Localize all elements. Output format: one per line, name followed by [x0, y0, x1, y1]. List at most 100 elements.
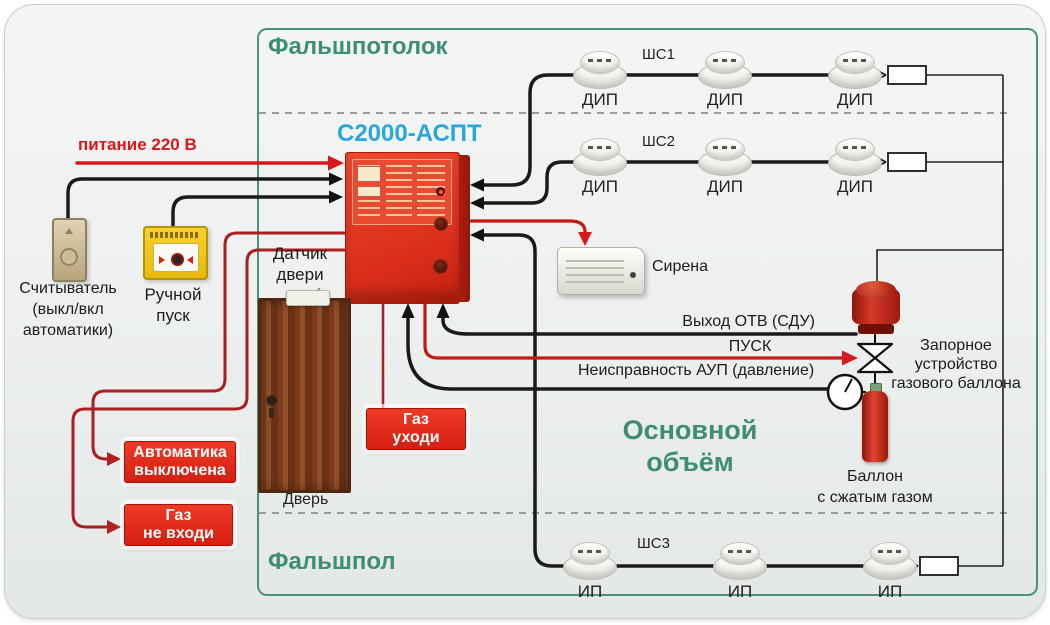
- door-handle-icon: [267, 396, 276, 405]
- eol-resistor-sh1: [887, 65, 927, 85]
- smoke-detector: [863, 542, 917, 580]
- detector-label: ИП: [727, 582, 753, 601]
- smoke-detector: [573, 51, 627, 89]
- loop-sh3-to-panel: [482, 233, 570, 568]
- arrow-fault-into-panel: [401, 303, 415, 318]
- arrow-sh1-into-panel: [470, 178, 484, 192]
- reader-led-icon: [65, 228, 73, 234]
- start-signal-label: ПУСК: [728, 338, 772, 355]
- siren-louvers: [566, 255, 624, 287]
- detector-label: ДИП: [707, 177, 743, 196]
- gas-cylinder: [862, 383, 888, 462]
- siren-wire: [468, 219, 587, 234]
- arrow-into-siren: [578, 232, 592, 246]
- otv-signal-label: Выход ОТВ (СДУ): [682, 313, 815, 330]
- sign-auto-off: Автоматика выключена: [124, 441, 236, 483]
- mcp-button-icon: [171, 253, 184, 266]
- smoke-detector: [563, 542, 617, 580]
- loop-sh2-to-panel: [482, 160, 602, 205]
- smoke-detector: [828, 138, 882, 176]
- detector-vents: [728, 550, 752, 553]
- panel-lock-icon: [434, 217, 448, 231]
- detector-vents: [713, 146, 737, 149]
- shutoff-valve-icon: [856, 342, 894, 374]
- reader-button-icon: [60, 248, 78, 266]
- fault-wire: [406, 316, 830, 391]
- panel-front: [345, 152, 460, 304]
- manual-call-point: [143, 226, 208, 280]
- detector-vents: [713, 59, 737, 62]
- power-label: питание 220 В: [78, 135, 197, 154]
- eol-return-lines: [926, 74, 1003, 567]
- door-lock-plate: [269, 408, 274, 418]
- detector-vents: [588, 146, 612, 149]
- cylinder-label: Баллон с сжатым газом: [817, 468, 933, 506]
- shutoff-device-label: Запорное устройство газового баллона: [891, 337, 1021, 392]
- detector-label: ДИП: [582, 177, 618, 196]
- otv-output-wire: [441, 316, 858, 336]
- sdu-branch-line: [876, 249, 1003, 281]
- panel-label-plate: [352, 159, 452, 225]
- arrow-sh3-into-panel: [470, 228, 484, 242]
- arrow-start-into-valve: [842, 350, 858, 366]
- siren-led-icon: [630, 272, 636, 278]
- reader-label: Считыватель (выкл/вкл автоматики): [19, 280, 117, 339]
- control-panel: [345, 152, 470, 304]
- manual-start-wire: [171, 195, 331, 228]
- manual-start-label: Ручной пуск: [144, 285, 202, 325]
- sign-gas-stay-out: Газ не входи: [124, 504, 233, 546]
- panel-side: [457, 155, 470, 302]
- detector-label: ДИП: [707, 90, 743, 109]
- smoke-detector: [698, 138, 752, 176]
- detector-vents: [878, 550, 902, 553]
- arrow-otv-into-panel: [436, 303, 450, 318]
- arrow-reader-into-panel: [329, 172, 343, 186]
- smoke-detector: [573, 138, 627, 176]
- false-ceiling-title: Фальшпотолок: [268, 33, 448, 60]
- detector-vents: [843, 59, 867, 62]
- arrow-into-gas-stay-out-sign: [107, 520, 121, 534]
- arrow-power-into-panel: [328, 155, 344, 171]
- eol-resistor-sh3: [919, 556, 959, 576]
- loop-sh1-to-panel: [482, 73, 602, 187]
- smoke-detector: [828, 51, 882, 89]
- detector-label: ДИП: [582, 90, 618, 109]
- panel-title: С2000-АСПТ: [337, 120, 482, 147]
- mcp-arrow-left-icon: [159, 256, 165, 264]
- smoke-detector: [698, 51, 752, 89]
- main-volume-title: Основной объём: [622, 415, 758, 477]
- loop-sh2-label: ШС2: [642, 133, 675, 150]
- door: [258, 290, 351, 493]
- auto-off-sign-wire: [91, 231, 347, 461]
- detector-label: ДИП: [837, 90, 873, 109]
- mcp-text-strip: [150, 232, 200, 238]
- door-label: Дверь: [283, 491, 329, 508]
- panel-led: [436, 187, 445, 196]
- detector-label: ИП: [577, 582, 603, 601]
- mcp-arrow-right-icon: [187, 256, 193, 264]
- door-sensor-label: Датчик двери: [272, 244, 328, 284]
- arrow-manual-into-panel: [329, 190, 343, 204]
- reader-wire: [66, 177, 331, 220]
- smoke-detector: [713, 542, 767, 580]
- eol-resistor-sh2: [887, 152, 927, 172]
- detector-label: ИП: [877, 582, 903, 601]
- loop-sh1-label: ШС1: [642, 46, 675, 63]
- mcp-window: [153, 243, 199, 272]
- release-device-sdu: [852, 281, 900, 334]
- siren-label: Сирена: [652, 258, 709, 275]
- loop-sh3-label: ШС3: [637, 535, 670, 552]
- arrow-sh2-into-panel: [470, 196, 484, 210]
- sign-gas-leave: Газ уходи: [366, 408, 466, 450]
- detector-vents: [578, 550, 602, 553]
- panel-lock2-icon: [433, 259, 448, 274]
- detector-vents: [588, 59, 612, 62]
- siren: [557, 247, 645, 295]
- detector-label: ДИП: [837, 177, 873, 196]
- arrow-into-auto-off-sign: [107, 452, 121, 466]
- start-wire: [423, 300, 844, 360]
- access-reader: [52, 218, 87, 282]
- fault-signal-label: Неисправность АУП (давление): [578, 362, 815, 379]
